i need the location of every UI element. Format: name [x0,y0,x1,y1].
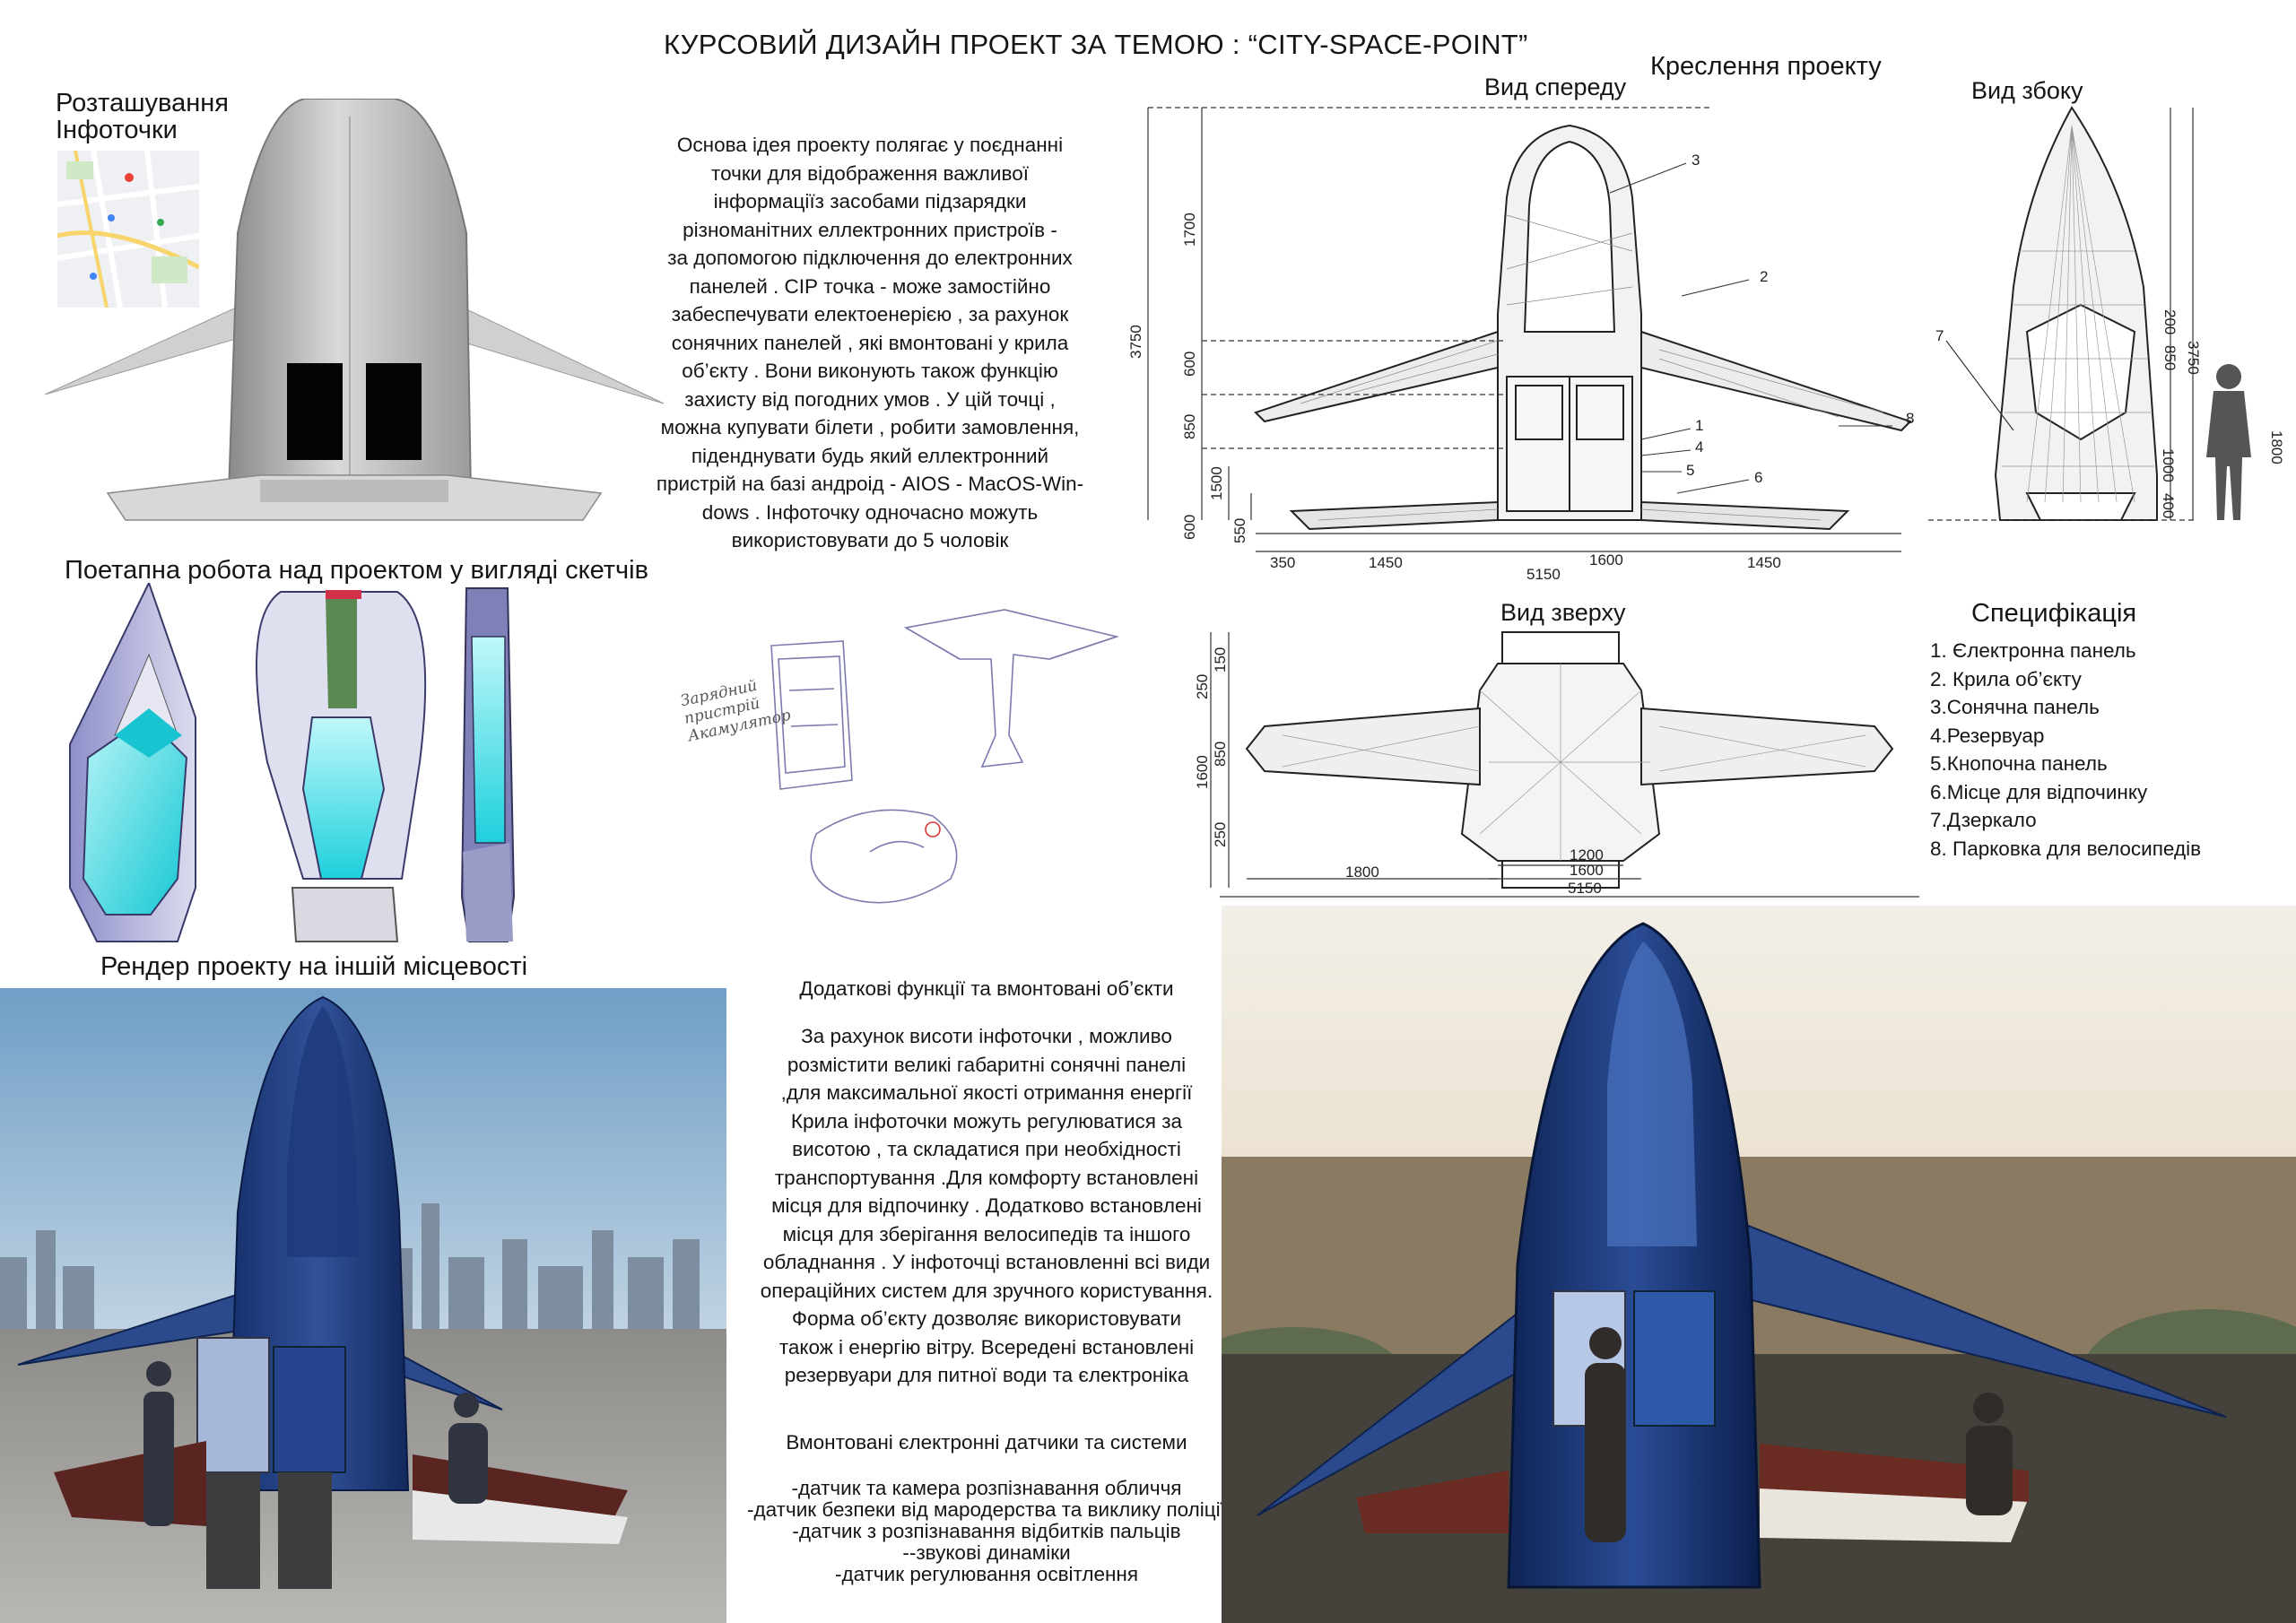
front-view-drawing: Вид спереду 1700 3750 600 [1127,74,1914,583]
dim-label: 850 [1212,742,1229,767]
dim-label: 850 [2161,345,2179,370]
spec-item: 4.Резервуар [1930,724,2045,747]
callout-number: 5 [1686,462,1694,479]
side-view-drawing: Вид збоку 200 3750 850 1000 400 7 1800 [1928,77,2285,521]
dim-label: 1000 [2160,448,2177,482]
sensors-title: Вмонтовані єлектронні датчики та системи [786,1431,1187,1454]
dim-label: 850 [1181,414,1198,439]
location-map-image [57,151,199,308]
dim-label: 1450 [1747,554,1781,571]
colored-sketches [69,583,516,942]
front-view-label: Вид спереду [1484,74,1627,100]
spec-item: 2. Крила об’єкту [1930,667,2082,690]
dim-label: 3750 [1127,325,1144,359]
top-view-label: Вид зверху [1500,599,1626,626]
human-scale-figure [2206,364,2251,520]
dim-label: 350 [1270,554,1295,571]
dim-label: 200 [2161,309,2179,334]
dim-label: 1800 [2268,430,2285,464]
page-title: КУРСОВИЙ ДИЗАЙН ПРОЕКТ ЗА ТЕМОЮ : “CITY-… [664,29,1528,60]
callout-number: 6 [1754,469,1762,486]
grey-model-render [44,99,665,521]
sensor-item: -датчик регулювання освітлення [834,1563,1139,1585]
dim-label: 600 [1181,515,1198,540]
callout-number: 8 [1906,410,1914,427]
dim-label: 1800 [1345,864,1379,881]
render-label: Рендер проекту на іншій місцевості [100,952,528,981]
dim-label: 1700 [1181,213,1198,247]
sketches-label: Поетапна робота над проектом у вигляді с… [65,556,648,585]
main-idea-text: Основа ідея проекту полягає у поєднанні … [656,134,1084,551]
callout-number: 2 [1760,268,1768,285]
sensor-item: -датчик та камера розпізнавання обличчя [791,1477,1182,1499]
dim-label: 550 [1231,518,1248,543]
callout-number: 7 [1935,327,1944,344]
dim-label: 1200 [1570,846,1604,864]
dim-label: 1450 [1369,554,1403,571]
additional-title: Додаткові функції та вмонтовані об’єкти [799,977,1174,1000]
dim-label: 3750 [2185,341,2202,375]
dim-label: 250 [1194,674,1211,699]
additional-text: За рахунок висоти інфоточки , можливо ро… [760,1025,1213,1386]
dim-label: 5150 [1568,880,1602,897]
sensor-item: -датчик з розпізнавання відбитків пальці… [792,1520,1181,1542]
city-render-scene [0,988,726,1623]
dim-label: 600 [1181,352,1198,377]
callout-number: 3 [1692,152,1700,169]
callout-number: 1 [1695,417,1703,434]
spec-item: 3.Сонячна панель [1930,696,2100,718]
dim-label: 250 [1212,822,1229,847]
dim-label: 1600 [1589,551,1623,568]
sensor-item: --звукові динаміки [902,1541,1071,1564]
sensor-item: -датчик безпеки від мародерства та викли… [747,1498,1226,1521]
side-view-label: Вид збоку [1971,77,2083,104]
dim-label: 5150 [1526,566,1561,583]
spec-item: 7.Дзеркало [1930,809,2037,831]
sunset-render-scene [1222,906,2296,1623]
dim-label: 1600 [1570,862,1604,879]
spec-title: Специфікація [1971,599,2137,628]
dim-label: 400 [2160,493,2177,518]
spec-item: 1. Єлектронна панель [1930,639,2136,662]
drawing-title: Креслення проекту [1650,52,1882,81]
spec-item: 8. Парковка для велосипедів [1930,837,2202,860]
dim-label: 1600 [1194,755,1211,789]
callout-number: 4 [1695,438,1703,456]
location-label: Розташування Інфоточки [56,89,229,144]
dim-label: 1500 [1208,466,1225,500]
dim-label: 150 [1212,647,1229,673]
pencil-sketches [770,609,1119,904]
spec-item: 6.Місце для відпочинку [1930,780,2148,803]
spec-list: 1. Єлектронна панель 2. Крила об’єкту 3.… [1930,637,2201,863]
top-view-drawing: Вид зверху 250 150 1600 850 250 1200 160… [1194,599,1919,898]
sensors-list: -датчик та камера розпізнавання обличчя … [700,1478,1274,1585]
spec-item: 5.Кнопочна панель [1930,752,2108,775]
